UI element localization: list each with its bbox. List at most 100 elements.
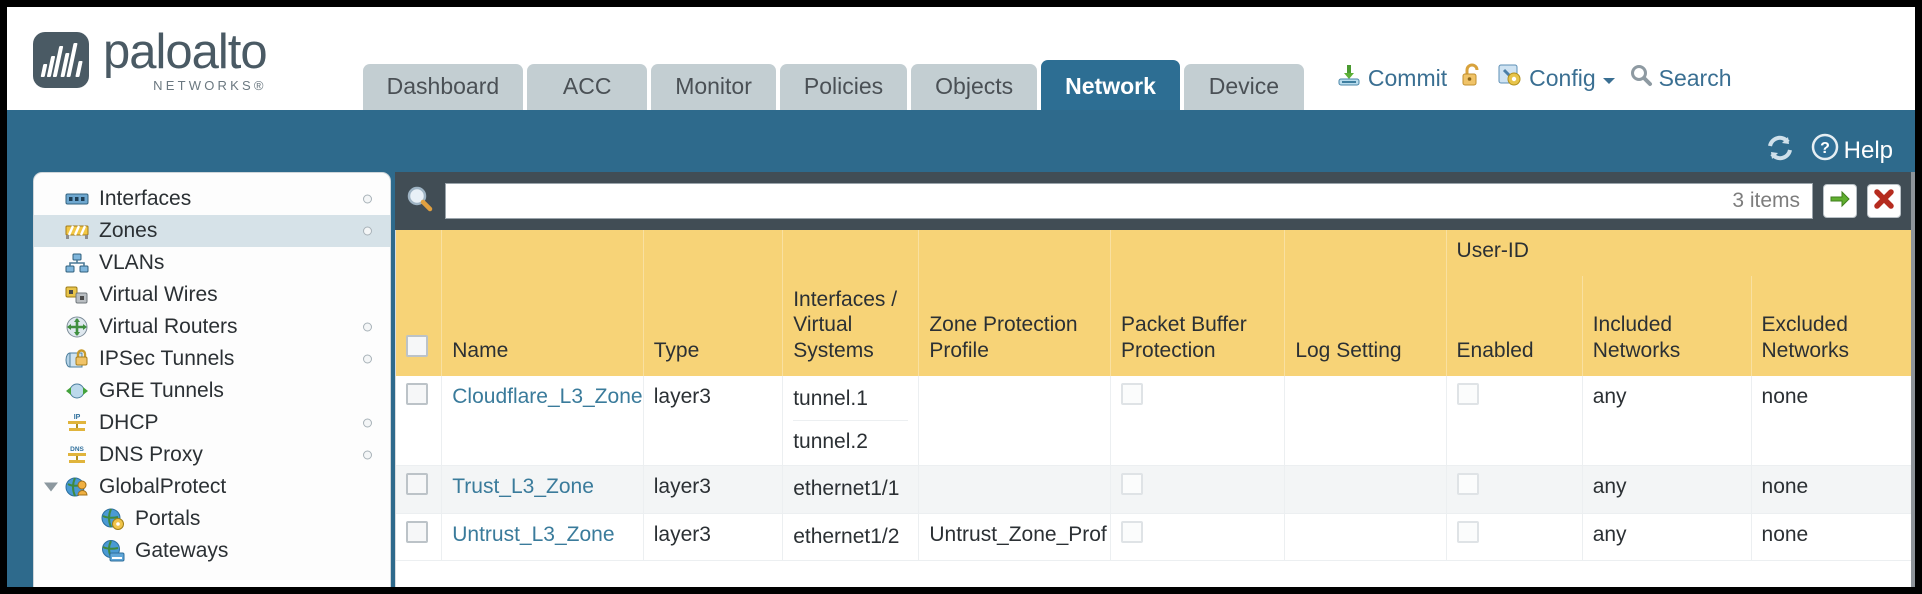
table-row[interactable]: Untrust_L3_Zone layer3 ethernet1/2 Untru… — [396, 513, 1915, 561]
tab-policies[interactable]: Policies — [779, 64, 908, 110]
search-input[interactable] — [458, 189, 1723, 213]
group-blank-6 — [1110, 230, 1286, 276]
group-blank-2 — [441, 230, 644, 276]
table-row[interactable]: Trust_L3_Zone layer3 ethernet1/1 — [396, 465, 1915, 514]
sidebar-item-zones[interactable]: Zones — [34, 215, 390, 247]
status-dot — [363, 194, 372, 204]
cell-userid-enabled[interactable] — [1446, 513, 1583, 561]
sidebar-item-label: DHCP — [99, 411, 159, 434]
portals-icon — [100, 508, 126, 530]
row-checkbox[interactable] — [406, 520, 428, 543]
cell-packet-buffer-protection[interactable] — [1110, 375, 1286, 467]
zone-name-link[interactable]: Untrust_L3_Zone — [452, 522, 615, 546]
band-actions: ? Help — [1765, 133, 1893, 168]
sidebar-item-gre-tunnels[interactable]: GRE Tunnels — [34, 375, 390, 407]
gateways-icon — [100, 540, 126, 562]
commit-button[interactable]: Commit — [1336, 62, 1447, 94]
column-header-excluded-networks[interactable]: Excluded Networks — [1751, 275, 1915, 376]
sidebar-item-interfaces[interactable]: Interfaces — [34, 183, 390, 215]
select-all-header[interactable] — [396, 275, 443, 376]
row-checkbox[interactable] — [406, 473, 428, 496]
sidebar-item-label: Gateways — [135, 539, 229, 562]
cell-name[interactable]: Trust_L3_Zone — [441, 465, 644, 514]
cell-userid-enabled[interactable] — [1446, 465, 1583, 514]
row-checkbox[interactable] — [406, 382, 428, 405]
packet-buffer-checkbox[interactable] — [1121, 473, 1144, 496]
tab-acc[interactable]: ACC — [527, 64, 648, 110]
row-select-cell[interactable] — [396, 513, 443, 561]
row-select-cell[interactable] — [396, 465, 443, 514]
userid-enabled-checkbox[interactable] — [1456, 382, 1479, 405]
dns-proxy-icon: DNS — [64, 444, 90, 466]
tab-device[interactable]: Device — [1183, 64, 1304, 110]
top-action-bar: Commit — [1336, 62, 1731, 110]
sidebar-item-label: DNS Proxy — [99, 443, 203, 466]
body-area: Interfaces Zones — [7, 172, 1915, 587]
chevron-down-icon — [1602, 65, 1616, 92]
brand-logo: paloalto NETWORKS® — [7, 28, 268, 110]
cell-excluded-networks: none — [1751, 465, 1915, 514]
brand-tagline: NETWORKS® — [153, 78, 267, 93]
sidebar-item-dns-proxy[interactable]: DNS DNS Proxy — [34, 439, 390, 471]
refresh-icon[interactable] — [1765, 134, 1795, 167]
cell-packet-buffer-protection[interactable] — [1110, 513, 1286, 561]
sidebar-item-label: Virtual Wires — [99, 283, 218, 306]
userid-enabled-checkbox[interactable] — [1456, 473, 1479, 496]
tab-objects[interactable]: Objects — [911, 64, 1038, 110]
svg-text:DNS: DNS — [70, 446, 84, 453]
cell-zone-protection-profile — [918, 465, 1112, 514]
row-select-cell[interactable] — [396, 375, 443, 467]
cell-name[interactable]: Untrust_L3_Zone — [441, 513, 644, 561]
svg-text:IP: IP — [74, 414, 81, 421]
filter-bar: 3 items — [395, 172, 1915, 230]
search-button[interactable]: Search — [1629, 63, 1731, 93]
zones-icon — [64, 220, 90, 242]
sidebar-item-vlans[interactable]: VLANs — [34, 247, 390, 279]
zone-name-link[interactable]: Cloudflare_L3_Zone — [452, 384, 643, 408]
cell-packet-buffer-protection[interactable] — [1110, 465, 1286, 514]
status-dot — [363, 354, 372, 364]
config-menu[interactable]: Config — [1497, 62, 1615, 94]
sidebar-item-label: IPSec Tunnels — [99, 347, 235, 370]
column-header-included-networks[interactable]: Included Networks — [1582, 275, 1752, 376]
virtual-routers-icon — [64, 316, 90, 338]
lock-button[interactable] — [1460, 62, 1484, 94]
cell-name[interactable]: Cloudflare_L3_Zone — [441, 375, 644, 467]
zone-name-link[interactable]: Trust_L3_Zone — [452, 475, 594, 499]
search-field-wrap[interactable]: 3 items — [445, 183, 1813, 219]
packet-buffer-checkbox[interactable] — [1121, 382, 1144, 405]
sidebar-item-portals[interactable]: Portals — [34, 503, 390, 535]
sidebar-item-virtual-wires[interactable]: Virtual Wires — [34, 279, 390, 311]
column-header-interfaces[interactable]: Interfaces / Virtual Systems — [782, 275, 920, 376]
clear-filter-button[interactable] — [1867, 184, 1901, 218]
interface-item: tunnel.1 — [793, 386, 868, 410]
column-header-packet-buffer-protection[interactable]: Packet Buffer Protection — [1110, 275, 1286, 376]
config-icon — [1497, 62, 1523, 94]
help-button[interactable]: ? Help — [1811, 133, 1893, 168]
column-header-name[interactable]: Name — [441, 275, 644, 376]
vertical-scrollbar[interactable] — [1911, 172, 1915, 587]
column-header-enabled[interactable]: Enabled — [1446, 275, 1583, 376]
sidebar-item-dhcp[interactable]: IP DHCP — [34, 407, 390, 439]
column-header-zone-protection-profile[interactable]: Zone Protection Profile — [918, 275, 1112, 376]
svg-text:?: ? — [1820, 140, 1830, 157]
sidebar-item-globalprotect[interactable]: GlobalProtect — [34, 471, 390, 503]
sidebar-item-virtual-routers[interactable]: Virtual Routers — [34, 311, 390, 343]
table-row[interactable]: Cloudflare_L3_Zone layer3 tunnel.1 tunne… — [396, 375, 1915, 467]
column-header-log-setting[interactable]: Log Setting — [1284, 275, 1447, 376]
sidebar-item-label: Interfaces — [99, 187, 192, 210]
commit-label: Commit — [1367, 64, 1448, 91]
sidebar-item-ipsec-tunnels[interactable]: IPSec Tunnels — [34, 343, 390, 375]
select-all-checkbox[interactable] — [406, 335, 428, 357]
expand-triangle-icon[interactable] — [44, 482, 58, 492]
sidebar-item-gateways[interactable]: Gateways — [34, 535, 390, 567]
cell-userid-enabled[interactable] — [1446, 375, 1583, 467]
tab-network[interactable]: Network — [1041, 60, 1180, 110]
sub-header-band: ? Help — [7, 110, 1915, 172]
column-header-type[interactable]: Type — [643, 275, 784, 376]
userid-enabled-checkbox[interactable] — [1456, 520, 1479, 543]
apply-filter-button[interactable] — [1823, 184, 1857, 218]
tab-dashboard[interactable]: Dashboard — [362, 64, 524, 110]
tab-monitor[interactable]: Monitor — [651, 64, 776, 110]
packet-buffer-checkbox[interactable] — [1121, 520, 1144, 543]
